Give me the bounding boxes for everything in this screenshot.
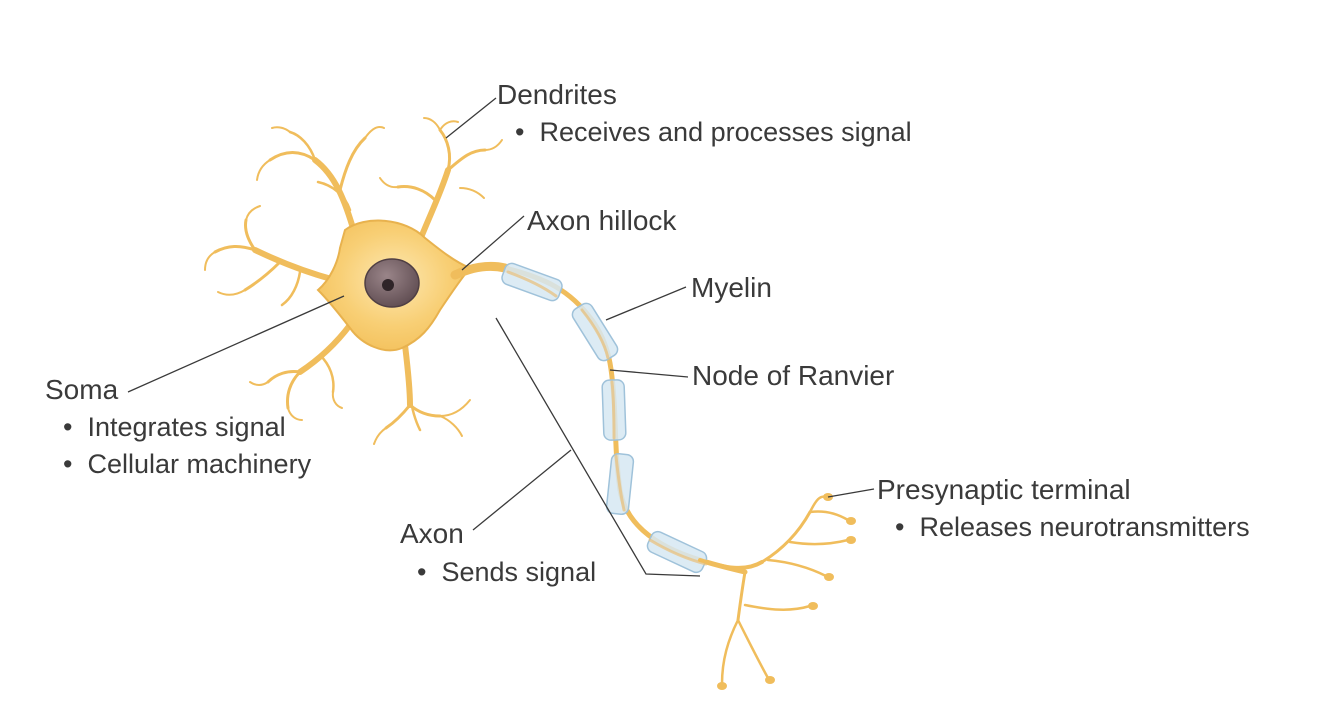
label-axon: Axon <box>400 517 464 551</box>
dendrites <box>204 117 503 445</box>
myelin-segment <box>571 302 619 362</box>
label-dendrites: Dendrites <box>497 78 617 112</box>
label-soma-title: Soma <box>45 374 119 405</box>
leader-line-dendrites <box>445 97 497 139</box>
leader-line-axon-bracket <box>495 317 701 577</box>
label-dendrites-title: Dendrites <box>497 79 617 110</box>
synaptic-boutons <box>717 493 856 690</box>
nucleolus <box>382 279 394 291</box>
label-myelin-title: Myelin <box>691 272 772 303</box>
label-myelin: Myelin <box>691 271 772 305</box>
label-soma-bullet-2: Cellular machinery <box>63 447 311 481</box>
axon-core <box>450 261 748 575</box>
label-dendrites-bullet: Receives and processes signal <box>515 115 912 149</box>
bullet-text: Sends signal <box>441 557 597 587</box>
myelin-segment <box>646 530 708 574</box>
bullet-text: Integrates signal <box>87 412 286 442</box>
leader-lines <box>127 97 875 577</box>
myelin-sheaths <box>501 262 708 574</box>
label-axon-hillock: Axon hillock <box>527 204 676 238</box>
leader-line-axon <box>472 449 572 531</box>
label-presynaptic-bullet: Releases neurotransmitters <box>895 510 1250 544</box>
axon-inner <box>506 270 708 566</box>
bullet-text: Receives and processes signal <box>539 117 912 147</box>
leader-line-soma <box>127 295 345 393</box>
label-presynaptic-terminal: Presynaptic terminal <box>877 473 1131 507</box>
label-soma: Soma <box>45 373 118 407</box>
leader-line-myelin <box>605 286 687 321</box>
label-presynaptic-title: Presynaptic terminal <box>877 474 1131 505</box>
bullet-text: Releases neurotransmitters <box>919 512 1250 542</box>
label-axon-bullet: Sends signal <box>417 555 596 589</box>
label-axon-title: Axon <box>400 518 464 549</box>
leader-line-presynaptic <box>827 488 875 498</box>
label-axon-hillock-title: Axon hillock <box>527 205 677 236</box>
axon-terminals <box>698 495 850 686</box>
label-node-of-ranvier: Node of Ranvier <box>692 359 894 393</box>
bullet-text: Cellular machinery <box>87 449 312 479</box>
leader-line-node <box>609 369 689 378</box>
leader-line-axon-hillock <box>461 215 525 271</box>
label-node-title: Node of Ranvier <box>692 360 895 391</box>
label-soma-bullet-1: Integrates signal <box>63 410 286 444</box>
